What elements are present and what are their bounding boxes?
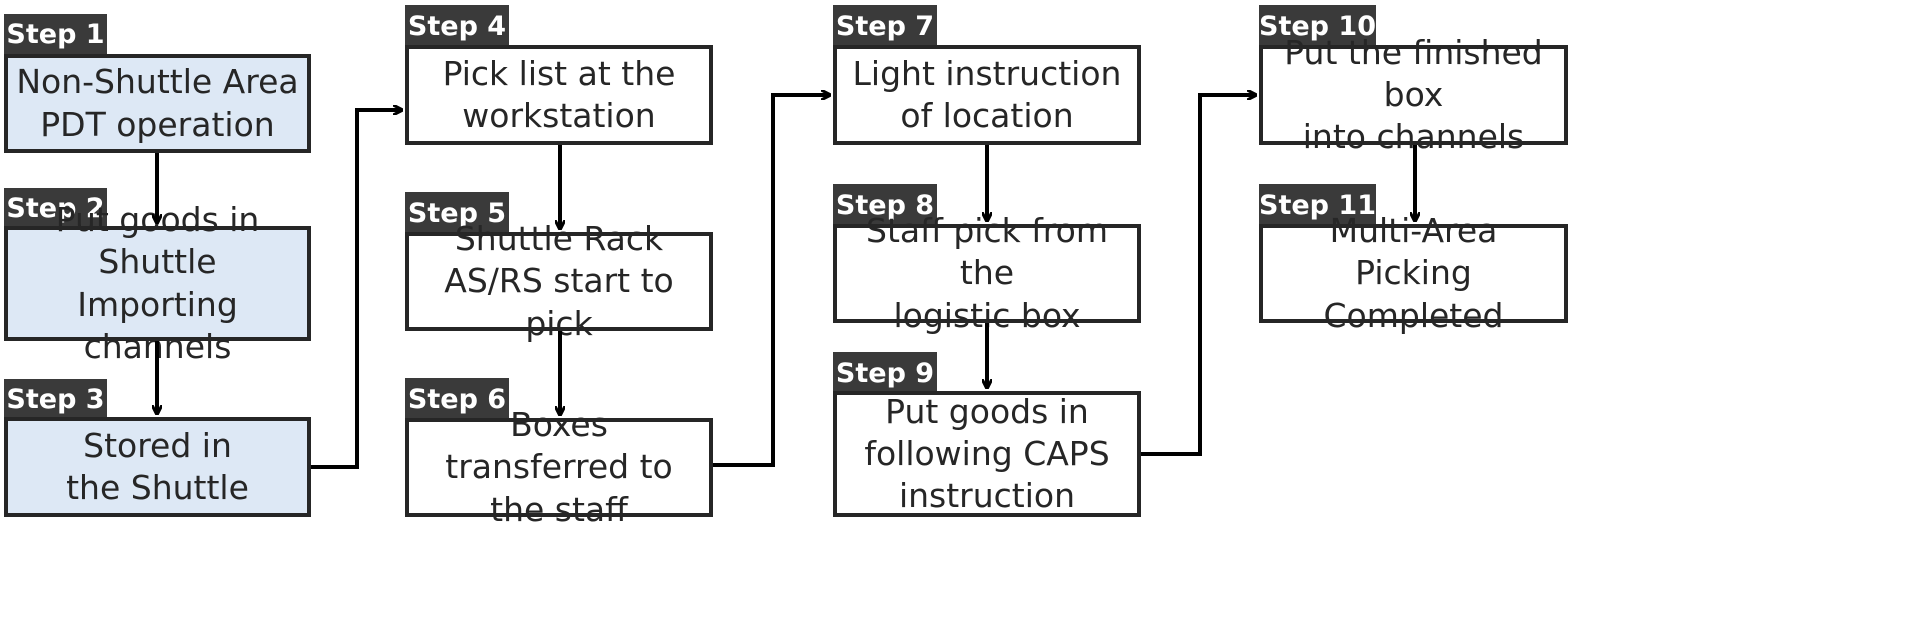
arrow-step9-to-step10 [1141, 95, 1255, 456]
step-1-box: Non-Shuttle Area PDT operation [4, 54, 311, 153]
step-3-box: Stored in the Shuttle [4, 417, 311, 517]
step-8-tag: Step 8 [833, 184, 937, 226]
step-2-tag: Step 2 [4, 188, 107, 228]
step-7-box: Light instruction of location [833, 45, 1141, 145]
step-7-tag: Step 7 [833, 5, 937, 47]
step-5-tag: Step 5 [405, 192, 509, 234]
step-5-box: Shuttle Rack AS/RS start to pick [405, 219, 713, 343]
step-10-tag: Step 10 [1259, 5, 1376, 47]
step-4-tag: Step 4 [405, 5, 509, 47]
step-3-tag: Step 3 [4, 379, 107, 419]
arrow-step6-to-step7 [713, 95, 829, 467]
step-9-box: Put goods in following CAPS instruction [833, 391, 1141, 517]
step-6-box: Boxes transferred to the staff [405, 405, 713, 529]
step-4-box: Pick list at the workstation [405, 45, 713, 145]
arrow-step3-to-step4 [311, 110, 401, 469]
step-11-tag: Step 11 [1259, 184, 1376, 226]
step-10-box: Put the finished box into channels [1259, 33, 1568, 156]
step-6-tag: Step 6 [405, 378, 509, 420]
step-9-tag: Step 9 [833, 352, 937, 394]
step-1-tag: Step 1 [4, 14, 107, 54]
